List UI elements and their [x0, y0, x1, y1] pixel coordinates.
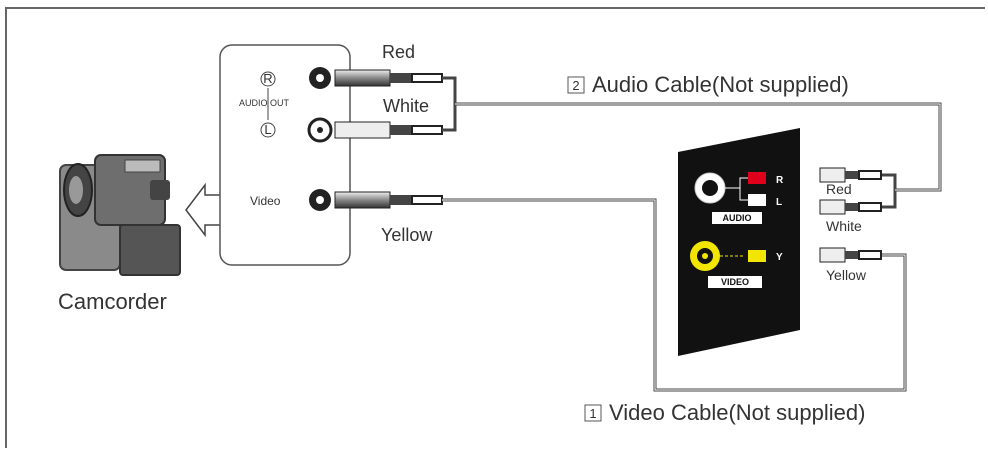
plug-red-right [819, 167, 882, 183]
video-cable-number: 1 [589, 406, 596, 421]
yellow-label-right: Yellow [826, 267, 867, 283]
video-cable-label: Video Cable(Not supplied) [609, 400, 865, 425]
tv-audio-badge [712, 212, 762, 224]
plug-white-right [819, 199, 882, 215]
video-cable-number-box [584, 404, 602, 422]
audio-out-label: AUDIO OUT [239, 98, 290, 108]
plug-red-left [334, 69, 443, 87]
tv-video-label: VIDEO [721, 277, 749, 287]
jack-r-ring-icon [260, 71, 276, 87]
jack-audio-l [307, 117, 333, 143]
outer-frame [5, 7, 985, 448]
video-jack-label: Video [250, 194, 281, 208]
tv-video-badge [708, 276, 762, 288]
audio-cable-number-box [567, 76, 585, 94]
tv-r-label: R [776, 175, 784, 186]
jack-r-label: R [263, 71, 272, 86]
plug-yellow-right [819, 247, 882, 263]
jack-l-ring-icon [260, 122, 276, 138]
plug-white-left [334, 121, 443, 139]
tv-audio-label: AUDIO [723, 213, 752, 223]
jack-audio-r [309, 67, 331, 89]
jack-video [309, 189, 331, 211]
video-cable-inner [442, 199, 906, 391]
white-label-left: White [383, 96, 429, 116]
jack-l-label: L [264, 122, 271, 137]
yellow-label-left: Yellow [381, 225, 433, 245]
plug-yellow-left [334, 191, 443, 209]
tv-l-label: L [776, 197, 782, 208]
camcorder-icon [59, 154, 181, 276]
white-label-right: White [826, 218, 862, 234]
tv-panel [678, 128, 800, 356]
arrow-icon [185, 182, 220, 238]
tv-video-jack [690, 241, 766, 271]
audio-cable-number: 2 [572, 78, 579, 93]
camcorder-label: Camcorder [58, 289, 167, 314]
red-label-left: Red [382, 42, 415, 62]
red-label-right: Red [826, 181, 852, 197]
audio-cable-inner [455, 103, 941, 191]
tv-y-label: Y [776, 252, 783, 263]
tv-audio-jack [694, 172, 766, 206]
audio-cable-label: Audio Cable(Not supplied) [592, 72, 849, 97]
